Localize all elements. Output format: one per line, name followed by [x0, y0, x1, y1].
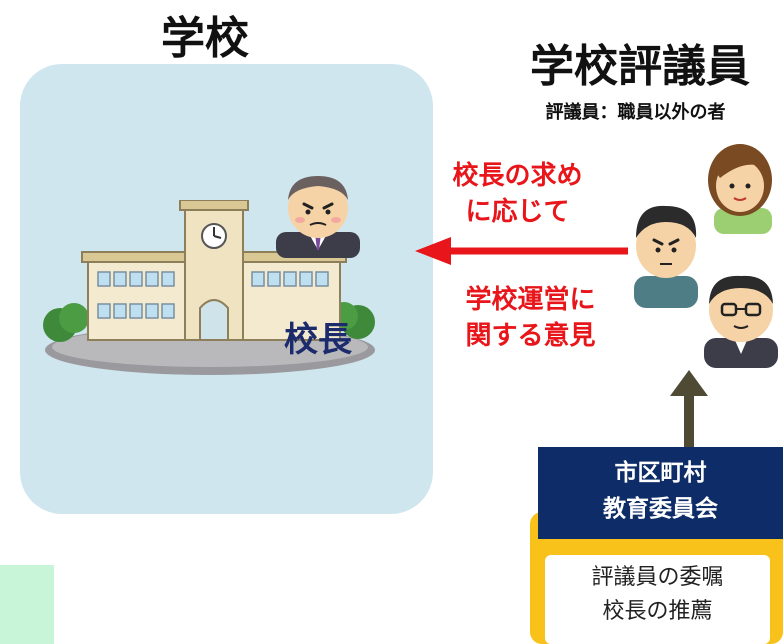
principal-label: 校長 [284, 320, 352, 360]
request-label-line1: 校長の求め [452, 161, 583, 191]
council-title: 学校評議員 [530, 41, 750, 92]
board-line2: 教育委員会 [603, 496, 718, 522]
school-title: 学校 [161, 13, 249, 64]
up-arrow-icon [670, 370, 708, 450]
principal-illustration [276, 176, 360, 258]
opinion-label: 学校運営に 関する意見 [438, 282, 623, 354]
request-label: 校長の求め に応じて [425, 158, 610, 230]
council-subtitle: 評議員：職員以外の者 [545, 102, 726, 123]
opinion-label-line2: 関する意見 [465, 321, 596, 351]
red-arrow-icon [415, 237, 628, 265]
commission-line2: 校長の推薦 [602, 599, 713, 624]
council-members-illustration [634, 144, 778, 368]
commission-line1: 評議員の委嘱 [591, 565, 724, 590]
opinion-label-line1: 学校運営に [465, 285, 596, 315]
decorative-green-patch [0, 565, 54, 644]
request-label-line2: に応じて [465, 197, 570, 227]
commission-text-box: 評議員の委嘱 校長の推薦 [545, 555, 770, 644]
board-line1: 市区町村 [614, 460, 707, 486]
board-of-education-box: 市区町村 教育委員会 [538, 447, 783, 539]
school-building-illustration [43, 200, 375, 375]
